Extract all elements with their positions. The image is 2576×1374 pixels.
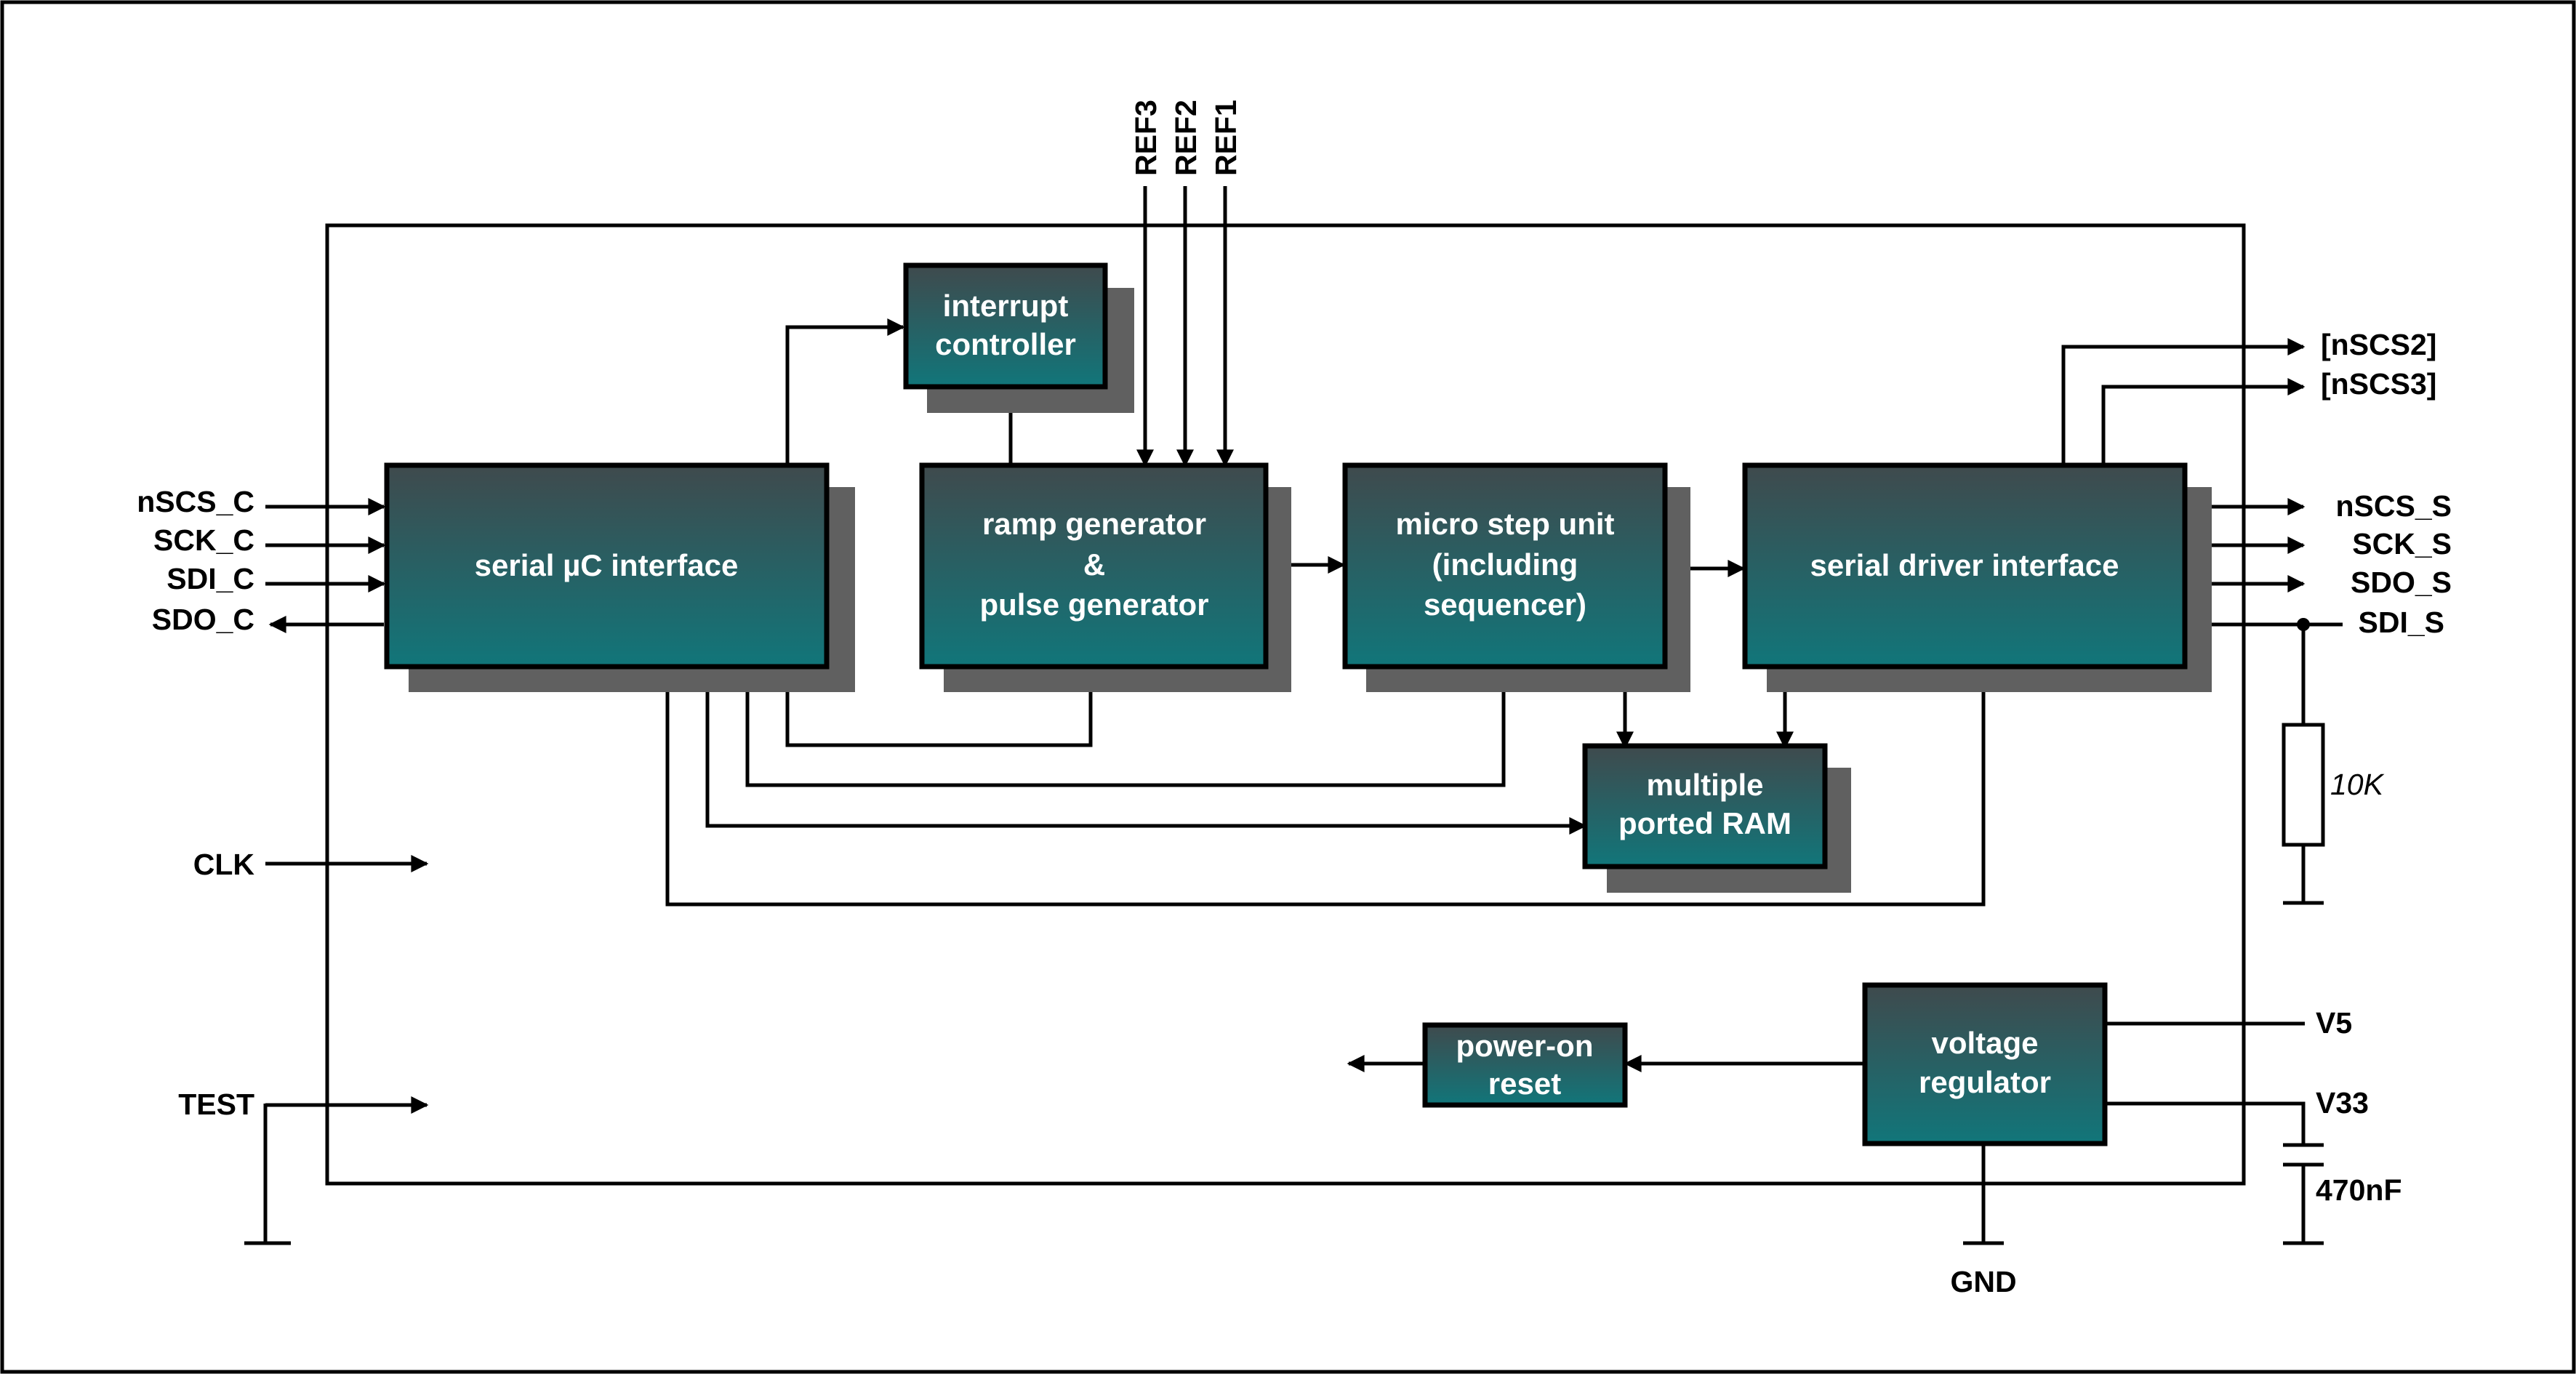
block-label: ported RAM bbox=[1618, 806, 1791, 840]
block-label: interrupt bbox=[943, 289, 1069, 323]
block-label: serial µC interface bbox=[475, 548, 739, 582]
pin-label: [nSCS2] bbox=[2321, 328, 2436, 361]
ramp-pulse-generator-block: ramp generator & pulse generator bbox=[919, 462, 1291, 692]
pin-label: SCK_S bbox=[2352, 527, 2452, 561]
power-on-reset-block: power-on reset bbox=[1422, 1022, 1628, 1108]
block-label: & bbox=[1083, 547, 1105, 582]
pin-label: SDO_S bbox=[2351, 566, 2452, 599]
pin-label: SDO_C bbox=[152, 603, 254, 636]
block-label: pulse generator bbox=[979, 587, 1208, 622]
voltage-regulator-block: voltage regulator bbox=[1862, 982, 2108, 1146]
pin-label: SDI_C bbox=[166, 562, 254, 595]
pin-labels: nSCS_C SCK_C SDI_C SDO_C CLK TEST REF3 R… bbox=[137, 100, 2452, 1298]
capacitor-label: 470nF bbox=[2316, 1173, 2402, 1207]
pin-label: nSCS_C bbox=[137, 485, 254, 518]
pin-label: V5 bbox=[2316, 1006, 2352, 1040]
pin-label: V33 bbox=[2316, 1086, 2369, 1120]
pin-label: REF3 bbox=[1129, 100, 1163, 176]
pin-label: REF2 bbox=[1169, 100, 1203, 176]
serial-uc-interface-block: serial µC interface bbox=[384, 462, 855, 692]
chip-boundary bbox=[325, 223, 2246, 1186]
pin-label: [nSCS3] bbox=[2321, 367, 2436, 401]
block-label: ramp generator bbox=[982, 507, 1206, 541]
block-label: power-on bbox=[1456, 1029, 1594, 1063]
pin-label: nSCS_S bbox=[2336, 489, 2452, 523]
block-label: multiple bbox=[1646, 768, 1763, 802]
interrupt-controller-block: interrupt controller bbox=[903, 262, 1134, 413]
block-label: regulator bbox=[1919, 1065, 2051, 1099]
pin-label: GND bbox=[1950, 1265, 2016, 1298]
pin-label: CLK bbox=[193, 848, 255, 881]
resistor-label: 10K bbox=[2330, 768, 2385, 801]
multiple-ported-ram-block: multiple ported RAM bbox=[1582, 743, 1851, 893]
block-label: (including bbox=[1432, 547, 1578, 582]
serial-driver-interface-block: serial driver interface bbox=[1742, 462, 2212, 692]
pin-label: REF1 bbox=[1209, 100, 1243, 176]
block-label: reset bbox=[1488, 1066, 1561, 1101]
block-label: micro step unit bbox=[1395, 507, 1614, 541]
block-label: controller bbox=[935, 327, 1076, 361]
pin-label: SCK_C bbox=[153, 523, 254, 557]
block-label: voltage bbox=[1931, 1026, 2038, 1060]
pin-label: SDI_S bbox=[2359, 606, 2445, 639]
block-label: serial driver interface bbox=[1810, 548, 2119, 582]
micro-step-unit-block: micro step unit (including sequencer) bbox=[1342, 462, 1690, 692]
block-label: sequencer) bbox=[1424, 587, 1586, 622]
pin-label: TEST bbox=[178, 1088, 254, 1121]
